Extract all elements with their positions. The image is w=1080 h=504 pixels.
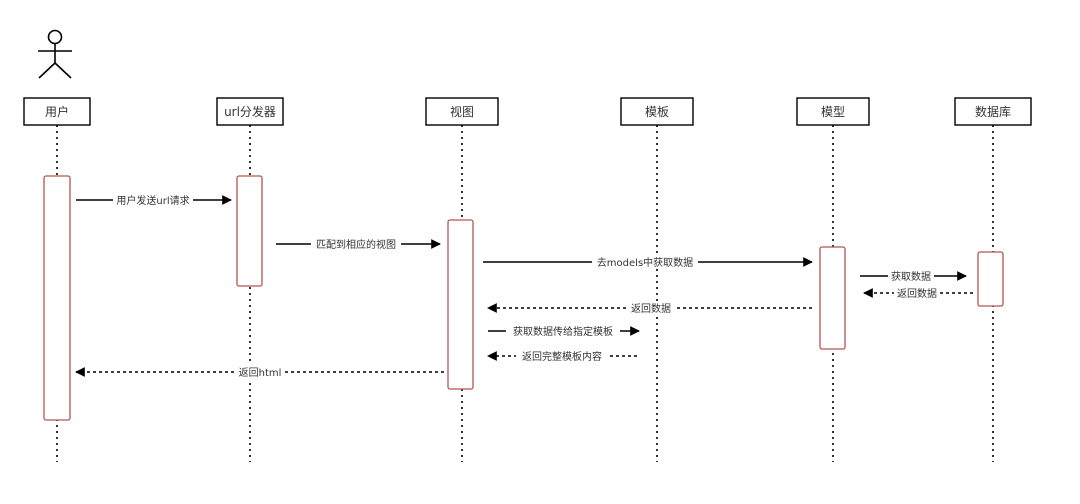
message-label: 返回完整模板内容 — [522, 350, 602, 363]
message-label: 用户发送url请求 — [116, 194, 189, 207]
participant-label: 模型 — [821, 105, 845, 119]
message-label: 获取数据 — [891, 270, 931, 283]
participant-label: 视图 — [450, 104, 474, 119]
message-label: 匹配到相应的视图 — [316, 238, 396, 251]
activation-url-dispatcher — [236, 175, 263, 287]
participant-url-dispatcher: url分发器 — [216, 97, 284, 126]
activation-view — [447, 219, 474, 390]
participant-view: 视图 — [425, 97, 499, 126]
message-match-view: 匹配到相应的视图 — [276, 237, 441, 251]
message-label: 返回html — [239, 367, 282, 379]
participant-label: 用户 — [45, 104, 69, 119]
participant-model: 模型 — [796, 97, 870, 126]
message-label: 获取数据传给指定模板 — [513, 325, 613, 338]
message-user-request: 用户发送url请求 — [76, 193, 232, 207]
participant-label: url分发器 — [224, 104, 276, 119]
message-fetch-data: 获取数据 — [860, 269, 967, 283]
message-pass-to-template: 获取数据传给指定模板 — [488, 324, 640, 338]
stick-figure-icon — [38, 29, 72, 79]
message-label: 去models中获取数据 — [597, 256, 693, 269]
participant-database: 数据库 — [954, 97, 1032, 126]
message-model-return-data: 返回数据 — [487, 301, 812, 315]
message-label: 返回数据 — [897, 287, 937, 300]
message-db-return-data: 返回数据 — [863, 286, 973, 300]
message-fetch-from-models: 去models中获取数据 — [483, 255, 813, 269]
activation-user — [43, 175, 71, 421]
activation-database — [977, 251, 1004, 307]
message-label: 返回数据 — [631, 302, 671, 315]
participant-user: 用户 — [23, 97, 91, 126]
participant-template: 模板 — [620, 97, 694, 126]
message-return-html: 返回html — [75, 365, 444, 379]
participant-label: 数据库 — [975, 104, 1011, 119]
message-return-template: 返回完整模板内容 — [487, 349, 637, 363]
activation-model — [819, 246, 846, 350]
participant-label: 模板 — [645, 105, 669, 119]
